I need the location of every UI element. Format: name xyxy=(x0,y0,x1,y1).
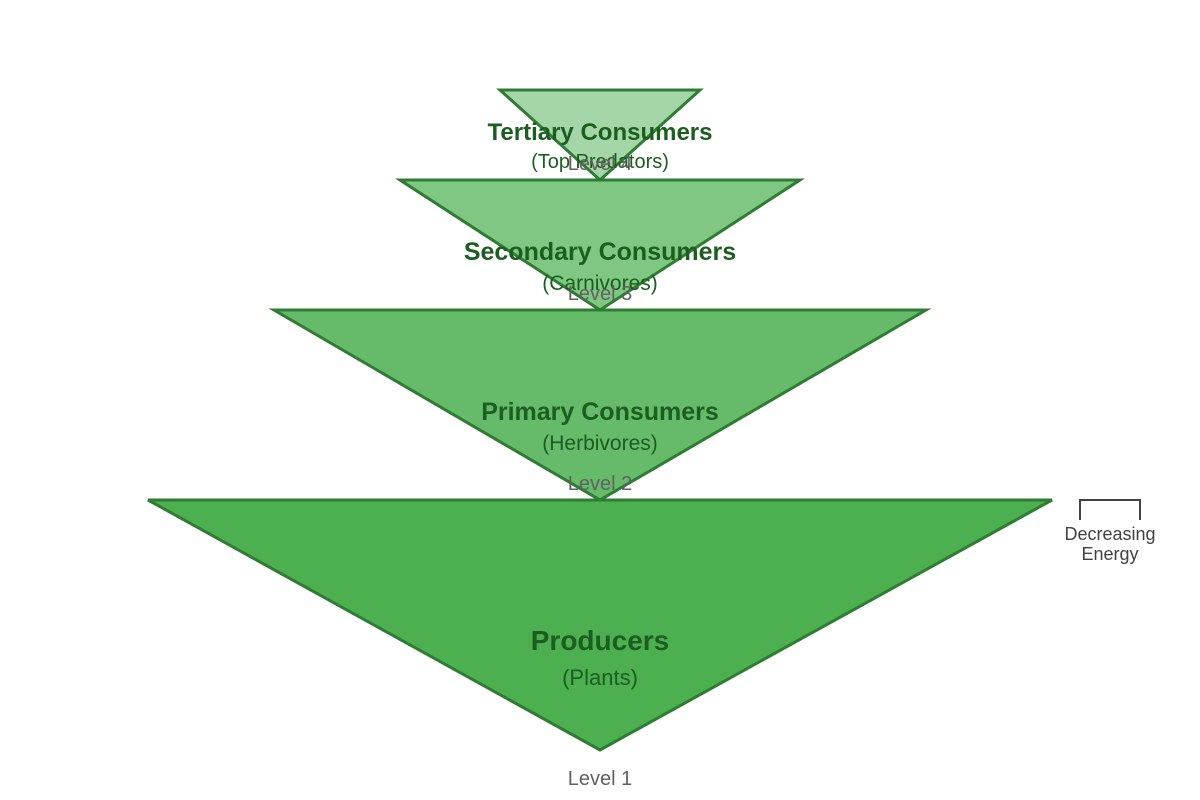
level-secondary-consumers: Secondary Consumers (Carnivores) Level 3 xyxy=(394,178,806,312)
energy-note-line2: Energy xyxy=(1081,544,1138,564)
level-1-label: Level 1 xyxy=(568,768,633,790)
producers-title: Producers xyxy=(531,625,670,656)
secondary-consumers-subtitle: (Carnivores) xyxy=(542,272,658,295)
level-primary-consumers: Primary Consumers (Herbivores) Level 2 xyxy=(268,308,932,502)
primary-consumers-title: Primary Consumers xyxy=(481,398,719,426)
level-3-label: Level 3 xyxy=(568,283,633,305)
level-2-label: Level 2 xyxy=(568,473,633,495)
tertiary-consumers-triangle xyxy=(496,88,704,183)
secondary-consumers-title: Secondary Consumers xyxy=(464,238,736,266)
primary-consumers-subtitle: (Herbivores) xyxy=(542,432,658,455)
tertiary-consumers-subtitle: (Top Predators) xyxy=(531,151,669,173)
producers-subtitle: (Plants) xyxy=(562,665,638,690)
energy-note-line1: Decreasing xyxy=(1064,524,1155,544)
level-4-label: Level 4 xyxy=(568,153,633,175)
level-tertiary-consumers: Tertiary Consumers (Top Predators) Level… xyxy=(488,88,713,183)
energy-note: Decreasing Energy xyxy=(1064,499,1156,564)
energy-bracket-icon xyxy=(1079,499,1141,520)
tertiary-consumers-title: Tertiary Consumers xyxy=(488,119,713,146)
level-producers: Producers (Plants) Level 1 xyxy=(147,498,1053,790)
